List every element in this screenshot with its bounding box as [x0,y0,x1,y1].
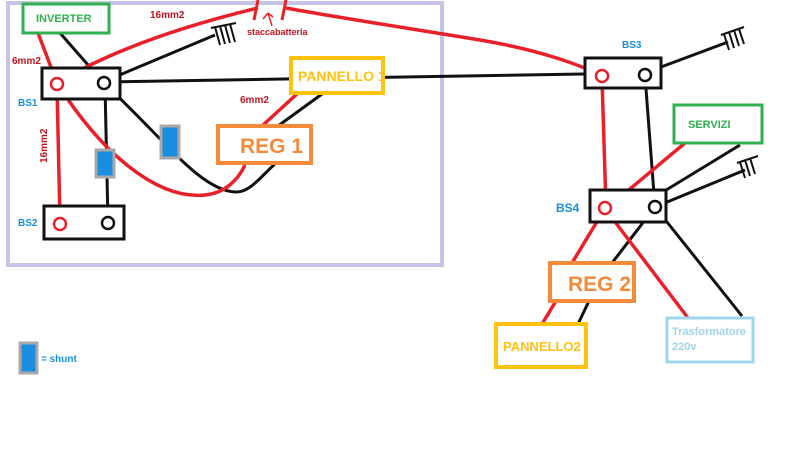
positive-wires [36,6,690,325]
bs4-label: BS4 [556,201,580,215]
wire-servizi-bs4-neg [657,143,741,197]
servizi-label: SERVIZI [688,119,731,131]
wire-bs1-reg1-pos [57,85,247,198]
wire-pannello1-reg1-pos [260,91,300,128]
ground-icon [720,26,745,51]
servizi-box [672,103,764,145]
wire-pannello1-reg1-neg [277,92,323,128]
legend-shunt-label: = shunt [41,354,78,365]
wire-staccabatteria-bs3 [285,6,601,77]
terminal-bs3-pos [594,68,610,84]
wire-bs3-bs4-pos [600,77,608,208]
battery-switch: staccabatteria [247,0,309,37]
wire-label-16mm2-vertical: 16mm2 [39,128,50,163]
wire-bs1-reg1-neg [105,84,276,194]
terminal-bs2-neg [100,215,116,231]
reg1-box [216,124,313,165]
pannello2-box [494,322,588,369]
shunt-reg1 [159,124,181,160]
shunt-bs1-bs2 [94,148,116,179]
inverter-label: INVERTER [36,13,92,25]
reg2-box [548,261,636,303]
wire-bs3-bs4-neg [643,75,657,208]
wire-bs4-trasformatore-neg [653,206,744,317]
ground-icon [736,155,759,179]
terminal-bs1-neg [96,75,112,91]
trasformatore-box [665,316,755,364]
terminal-bs4-neg [647,199,663,215]
bs1-label: BS1 [18,98,38,109]
ground-icon [210,22,237,46]
wire-label-6mm2-reg: 6mm2 [240,95,269,106]
bs3-label: BS3 [622,40,642,51]
enclosure-frame [6,1,444,267]
terminal-bs1-pos [49,76,65,92]
wire-label-16mm2-top: 16mm2 [150,10,185,21]
pannello2-label: PANNELLO2 [503,339,581,354]
terminal-bs4-pos [597,200,613,216]
wire-bs4-trasformatore-pos [604,208,690,320]
trasformatore-label-1: Trasformatore [672,326,746,338]
wire-reg2-pannello2-neg [576,300,591,325]
arrow-icon [262,12,274,27]
staccabatteria-label: staccabatteria [247,27,309,37]
terminals [49,67,663,232]
negative-wires [58,32,746,325]
reg2-label: REG 2 [568,273,631,296]
shunt-legend-swatch [18,341,39,375]
inverter-box [21,2,111,35]
pannello1-label: PANNELLO 1 [298,68,386,84]
terminal-bs3-neg [637,67,653,83]
reg1-label: REG 1 [240,135,303,158]
trasformatore-label-2: 220v [672,341,697,353]
pannello1-box [289,56,385,95]
bs2-label: BS2 [18,218,38,229]
wire-reg2-pannello2-pos [540,300,558,325]
wire-label-6mm2-left: 6mm2 [12,56,41,67]
terminal-bs2-pos [52,216,68,232]
wire-bs1-ground [102,33,216,84]
wire-bs4-ground [654,168,746,209]
wire-bs1-bs2-pos [55,85,62,223]
